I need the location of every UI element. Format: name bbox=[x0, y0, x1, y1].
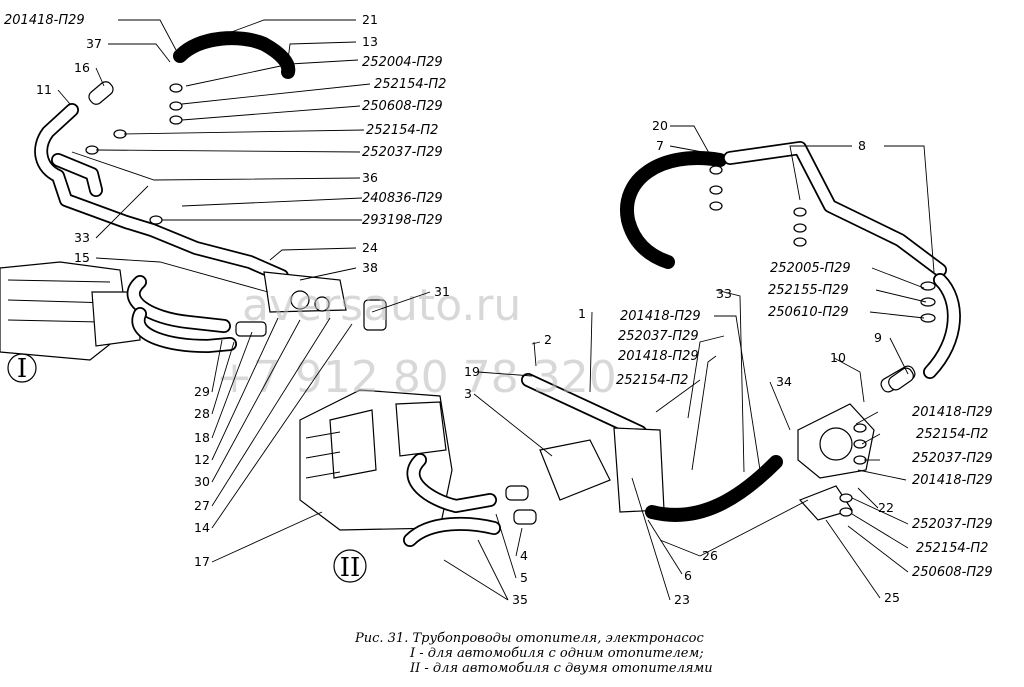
callout-label: 38 bbox=[362, 260, 378, 275]
watermark-phone: +7 912 80 78 320 bbox=[216, 352, 617, 403]
callout-label: 201418-П29 bbox=[912, 473, 993, 488]
corrugated-hose-21 bbox=[173, 31, 296, 79]
callout-label: 13 bbox=[362, 34, 378, 49]
callout-label: 11 bbox=[36, 82, 52, 97]
callout-label: 250610-П29 bbox=[768, 305, 849, 320]
callout-label: 252005-П29 bbox=[770, 261, 851, 276]
callout-label: 252154-П2 bbox=[916, 427, 988, 442]
corrugated-hose-20 bbox=[620, 151, 727, 269]
leader-lines bbox=[57, 19, 935, 601]
callout-label: 5 bbox=[520, 570, 528, 585]
callout-labels: 201418-П29 37 16 11 21 13 252004-П29 252… bbox=[4, 12, 993, 607]
washer-stack-left bbox=[85, 83, 183, 225]
assembly-mark-two: II bbox=[333, 549, 367, 583]
callout-label: 252154-П2 bbox=[374, 77, 446, 92]
callout-label: 252154-П2 bbox=[616, 373, 688, 388]
hoses-35-group bbox=[403, 453, 501, 547]
callout-label: 250608-П29 bbox=[912, 565, 993, 580]
callout-label: 31 bbox=[434, 284, 450, 299]
callout-label: 15 bbox=[74, 250, 90, 265]
center-pipe-1 bbox=[521, 373, 665, 513]
callout-label: 12 bbox=[194, 452, 210, 467]
watermark-site: aversauto.ru bbox=[242, 280, 521, 331]
callout-label: 240836-П29 bbox=[362, 191, 443, 206]
callout-label: 8 bbox=[858, 138, 866, 153]
figure-caption-title: Рис. 31. Трубопроводы отопителя, электро… bbox=[355, 631, 704, 646]
callout-label: 23 bbox=[674, 592, 690, 607]
callout-label: 26 bbox=[702, 548, 718, 563]
callout-label: 35 bbox=[512, 592, 528, 607]
callout-label: 21 bbox=[362, 12, 378, 27]
callout-label: 34 bbox=[776, 374, 792, 389]
callout-label: 252155-П29 bbox=[768, 283, 849, 298]
callout-label: 252037-П29 bbox=[362, 145, 443, 160]
callout-label: 20 bbox=[652, 118, 668, 133]
callout-label: 252037-П29 bbox=[912, 517, 993, 532]
callout-label: 33 bbox=[74, 230, 90, 245]
callout-label: 2 bbox=[544, 332, 552, 347]
assembly-mark-one: I bbox=[7, 353, 37, 384]
callout-label: 29 bbox=[194, 384, 210, 399]
callout-label: 4 bbox=[520, 548, 528, 563]
callout-label: 19 bbox=[464, 364, 480, 379]
figure-caption-variant-two: II - для автомобиля с двумя отопителями bbox=[410, 661, 713, 676]
callout-label: 16 bbox=[74, 60, 90, 75]
callout-label: 252154-П2 bbox=[916, 541, 988, 556]
callout-label: 7 bbox=[656, 138, 664, 153]
callout-label: 37 bbox=[86, 36, 102, 51]
callout-label: 250608-П29 bbox=[362, 99, 443, 114]
callout-label: 17 bbox=[194, 554, 210, 569]
callout-label: 36 bbox=[362, 170, 378, 185]
callout-label: 27 bbox=[194, 498, 210, 513]
callout-label: 201418-П29 bbox=[620, 309, 701, 324]
assembly-mark-one-text: I bbox=[17, 354, 27, 384]
callout-label: 30 bbox=[194, 474, 210, 489]
callout-label: 252154-П2 bbox=[366, 123, 438, 138]
heater-pipe-upper-left bbox=[34, 103, 289, 283]
callout-label: 10 bbox=[830, 350, 846, 365]
callout-label: 201418-П29 bbox=[618, 349, 699, 364]
callout-label: 201418-П29 bbox=[912, 405, 993, 420]
callout-label: 6 bbox=[684, 568, 692, 583]
callout-label: 18 bbox=[194, 430, 210, 445]
callout-label: 28 bbox=[194, 406, 210, 421]
callout-label: 1 bbox=[578, 306, 586, 321]
callout-label: 252037-П29 bbox=[912, 451, 993, 466]
washer-stack-right bbox=[709, 165, 936, 517]
hoses-left-group bbox=[126, 275, 237, 353]
assembly-mark-two-text: II bbox=[340, 553, 361, 583]
heater-housing-lower bbox=[299, 389, 453, 531]
callout-label: 252004-П29 bbox=[362, 55, 443, 70]
hose-connectors-4 bbox=[88, 81, 914, 525]
callout-label: 252037-П29 bbox=[618, 329, 699, 344]
callout-label: 3 bbox=[464, 386, 472, 401]
callout-label: 9 bbox=[874, 330, 882, 345]
callout-label: 293198-П29 bbox=[362, 213, 443, 228]
callout-label: 14 bbox=[194, 520, 210, 535]
callout-label: 33 bbox=[716, 286, 732, 301]
corrugated-hose-23 bbox=[645, 455, 783, 522]
callout-label: 201418-П29 bbox=[4, 13, 85, 28]
callout-label: 25 bbox=[884, 590, 900, 605]
heater-housing-upper bbox=[0, 261, 141, 361]
right-pipe-8 bbox=[723, 141, 961, 379]
callout-label: 22 bbox=[878, 500, 894, 515]
callout-label: 24 bbox=[362, 240, 378, 255]
valve-block bbox=[235, 271, 387, 337]
figure-caption-variant-one: I - для автомобиля с одним отопителем; bbox=[410, 646, 704, 661]
